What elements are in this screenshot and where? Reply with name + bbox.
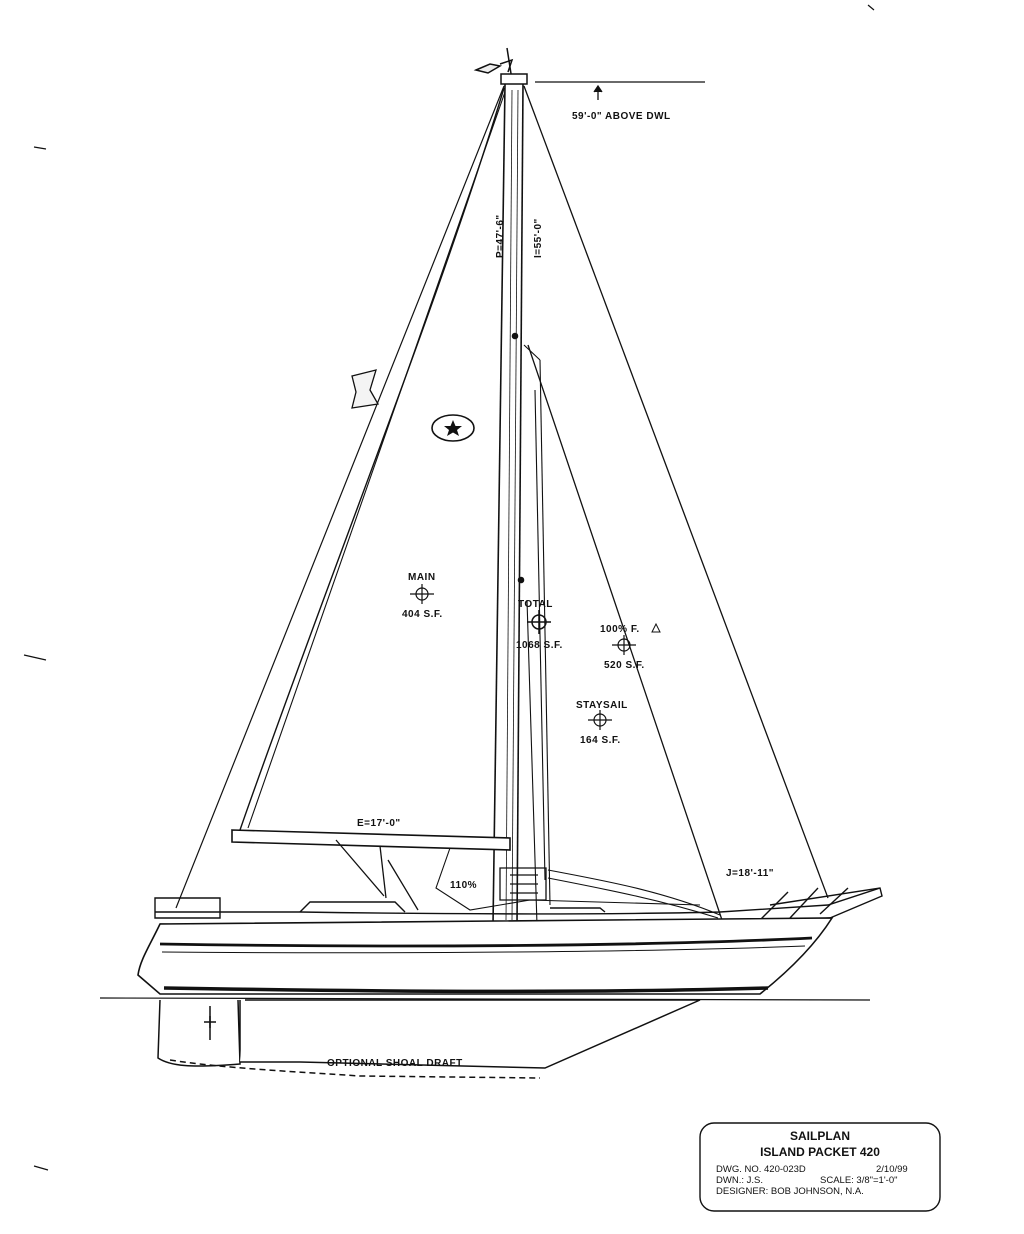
drawing-date: 2/10/99 [876,1164,908,1175]
foretriangle-sail-area: 520 S.F. [604,660,645,671]
mast-rigging [523,344,551,926]
shoal-draft-label: OPTIONAL SHOAL DRAFT [327,1058,463,1069]
main-sail-name: MAIN [408,572,436,583]
hull [137,917,834,995]
jib-overlap-label: 110% [450,880,477,891]
staysail-callout: STAYSAIL 164 S.F. [576,700,628,746]
star-in-oval-icon [431,414,475,442]
drawing-scale: SCALE: 3/8"=1'-0" [820,1175,897,1186]
main-sail-area: 404 S.F. [402,609,443,620]
p-dimension-label: P=47'-6" [495,214,506,258]
title-block: SAILPLAN ISLAND PACKET 420 DWG. NO. 420-… [699,1122,941,1212]
mainsail [239,87,506,831]
triangle-icon [651,622,661,633]
backstay [175,85,505,909]
e-dimension-label: E=17'-0" [357,818,401,829]
designer: DESIGNER: BOB JOHNSON, N.A. [716,1186,864,1197]
foretriangle-callout: 100% F. 520 S.F. [600,622,661,671]
ensign-flag [351,369,380,409]
boom [231,829,511,851]
title-block-title: SAILPLAN [790,1129,850,1143]
keel-rudder [157,999,701,1079]
crosshair-circle-icon [410,584,434,604]
drawn-by: DWN.: J.S. [716,1175,763,1186]
margin-marks [23,4,875,1171]
total-callout: TOTAL 1068 S.F. [516,599,563,651]
crosshair-circle-icon [527,610,551,634]
waterline [99,997,871,1001]
staysail-sail-name: STAYSAIL [576,700,628,711]
i-dimension-label: I=55'-0" [533,218,544,258]
height-dimension [535,81,705,100]
height-above-dwl-label: 59'-0" ABOVE DWL [572,111,671,122]
title-block-boat: ISLAND PACKET 420 [760,1145,880,1159]
crosshair-circle-icon [612,635,636,655]
mast [492,83,525,926]
crosshair-circle-icon [588,710,612,730]
main-callout: MAIN 404 S.F. [402,572,443,620]
staysail-sail-area: 164 S.F. [580,735,621,746]
masthead-pennant [473,47,528,85]
cockpit-frames [335,839,547,911]
total-sail-area: 1068 S.F. [516,640,563,651]
forestay [523,85,829,921]
drawing-number: DWG. NO. 420-023D [716,1164,806,1175]
total-sail-name: TOTAL [518,599,553,610]
foretriangle-sail-name: 100% F. [600,624,640,635]
j-dimension-label: J=18'-11" [726,868,774,879]
